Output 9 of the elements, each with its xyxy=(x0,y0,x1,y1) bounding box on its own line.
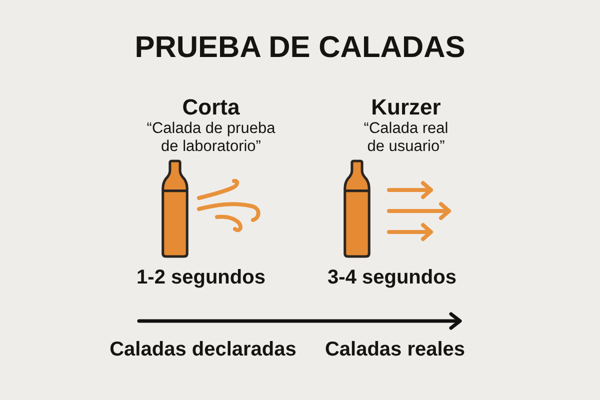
column-heading: Kurzer xyxy=(371,94,441,120)
quote-text: “Calada real de usuario” xyxy=(362,120,450,156)
scale-label: Caladas reales xyxy=(324,338,466,362)
duration-label: 1-2 segundos xyxy=(136,266,266,290)
duration-label: 3-4 segundos xyxy=(328,266,456,290)
title: PRUEBA DE CALADAS xyxy=(134,30,466,66)
scale-label: Caladas declaradas xyxy=(110,338,296,362)
quote-text: “Calada de prueba de laboratorio” xyxy=(146,120,276,156)
column-heading: Corta xyxy=(182,94,240,120)
